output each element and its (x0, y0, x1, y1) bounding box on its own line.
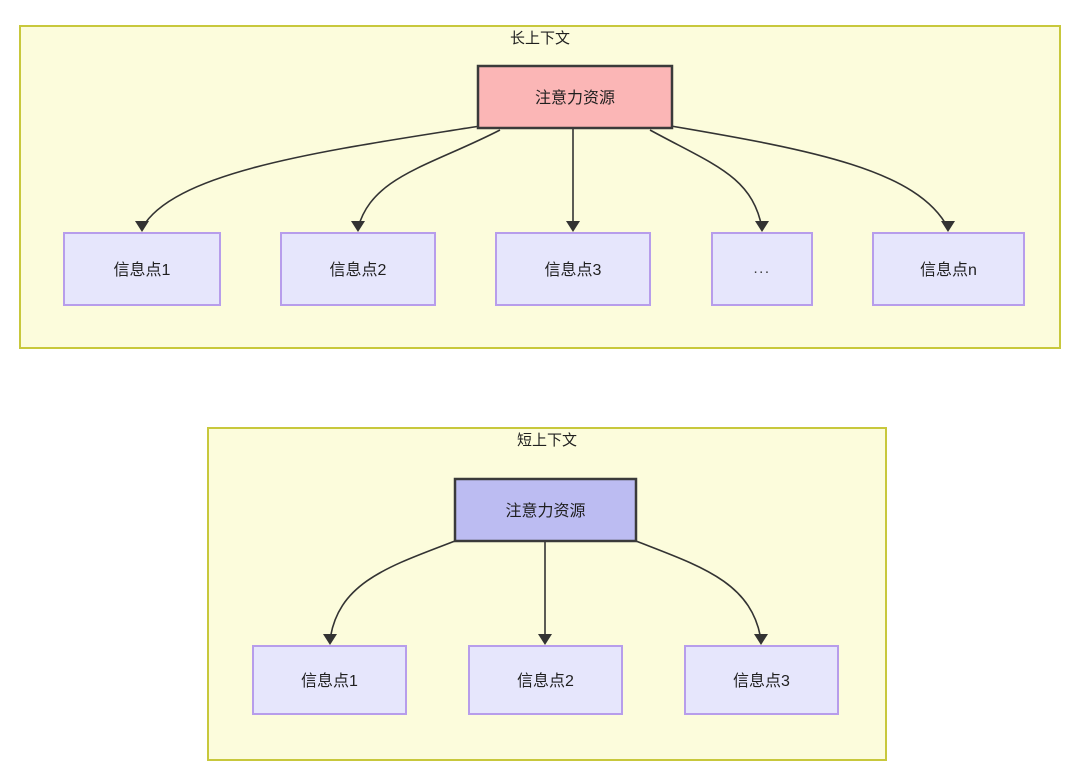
node-label-info-3: 信息点3 (545, 261, 602, 279)
node-box-attention-long[interactable] (476, 64, 674, 130)
group-title-short-context: 短上下文 (517, 432, 577, 449)
node-label-short-info-1: 信息点1 (301, 672, 358, 690)
edge-edge-long-5 (670, 125, 949, 229)
arrowhead-edge-long-1 (135, 221, 149, 232)
arrowhead-edge-long-4 (755, 221, 769, 232)
node-label-info-1: 信息点1 (114, 261, 171, 279)
node-label-info-2: 信息点2 (330, 261, 387, 279)
node-box-info-n[interactable] (872, 232, 1025, 306)
node-box-short-info-3[interactable] (684, 645, 839, 715)
edge-edge-short-1 (329, 540, 456, 641)
arrowhead-edge-long-5 (941, 221, 955, 232)
node-label-short-info-3: 信息点3 (733, 672, 790, 690)
node-box-info-1[interactable] (63, 232, 221, 306)
node-box-short-info-1[interactable] (252, 645, 407, 715)
arrowhead-edge-short-2 (538, 634, 552, 645)
node-label-info-ellipsis: ... (753, 260, 770, 277)
node-label-info-n: 信息点n (920, 261, 977, 279)
node-box-info-3[interactable] (495, 232, 651, 306)
node-box-info-ellipsis[interactable] (711, 232, 813, 306)
edge-edge-long-2 (357, 129, 501, 229)
node-label-short-info-2: 信息点2 (517, 672, 574, 690)
node-label-attention-long: 注意力资源 (535, 88, 615, 107)
edge-edge-long-1 (141, 125, 481, 229)
edge-edge-short-3 (635, 540, 762, 641)
edge-edge-long-4 (649, 129, 763, 229)
arrowhead-edge-long-2 (351, 221, 365, 232)
arrowhead-edge-short-1 (323, 634, 337, 645)
node-box-attention-short[interactable] (453, 477, 638, 543)
node-box-info-2[interactable] (280, 232, 436, 306)
group-title-long-context: 长上下文 (510, 30, 570, 47)
node-label-attention-short: 注意力资源 (505, 501, 585, 520)
arrowhead-edge-short-3 (754, 634, 768, 645)
arrowhead-edge-long-3 (566, 221, 580, 232)
node-box-short-info-2[interactable] (468, 645, 623, 715)
